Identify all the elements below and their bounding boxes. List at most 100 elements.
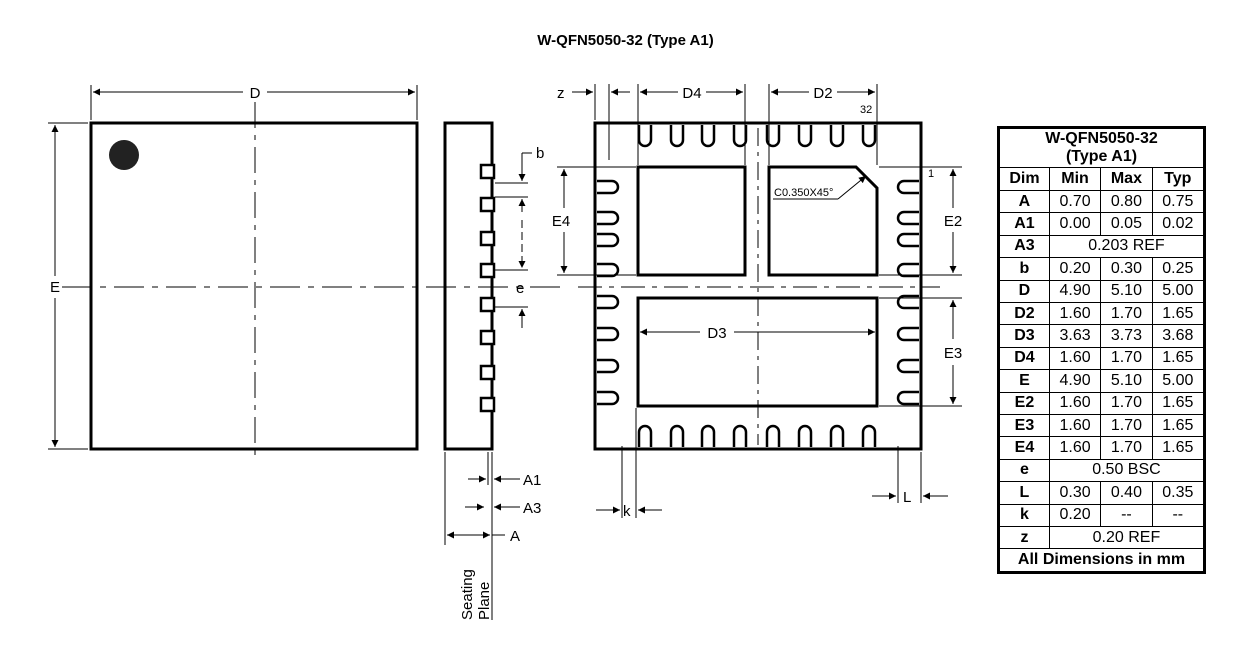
right-edge-pad bbox=[896, 232, 919, 248]
value-cell: 1.65 bbox=[1151, 413, 1205, 438]
left-edge-pad bbox=[597, 390, 620, 406]
value-cell: 1.70 bbox=[1100, 391, 1153, 415]
spanned-value-cell: 0.203 REF bbox=[1048, 234, 1205, 259]
value-cell: 0.20 bbox=[1048, 257, 1102, 281]
top-edge-pad bbox=[637, 125, 653, 148]
value-cell: -- bbox=[1151, 503, 1205, 527]
value-cell: 5.00 bbox=[1151, 279, 1205, 303]
dim-label-A3: A3 bbox=[523, 500, 541, 517]
top-edge-pad bbox=[765, 125, 781, 148]
value-cell: 1.60 bbox=[1048, 436, 1102, 460]
dim-name-cell: E bbox=[999, 369, 1050, 393]
right-edge-pad bbox=[896, 210, 919, 226]
dim-label-k: k bbox=[623, 503, 631, 520]
right-edge-pad bbox=[896, 262, 919, 278]
left-edge-pad bbox=[597, 210, 620, 226]
value-cell: 1.65 bbox=[1151, 301, 1205, 326]
dim-name-cell: e bbox=[999, 458, 1050, 483]
spanned-value-cell: 0.50 BSC bbox=[1048, 458, 1205, 483]
table-footer: All Dimensions in mm bbox=[999, 548, 1204, 572]
spanned-value-cell: 0.20 REF bbox=[1048, 525, 1205, 550]
value-cell: 1.70 bbox=[1100, 436, 1153, 460]
side-lead bbox=[479, 196, 496, 213]
value-cell: 0.80 bbox=[1100, 189, 1153, 214]
side-view-body bbox=[443, 121, 494, 451]
dim-label-e: e bbox=[516, 280, 524, 297]
value-cell: 3.68 bbox=[1151, 324, 1205, 348]
value-cell: 5.00 bbox=[1151, 369, 1205, 393]
pad-D4-E4 bbox=[636, 165, 747, 277]
side-lead bbox=[479, 396, 496, 413]
top-edge-pad bbox=[732, 125, 748, 148]
left-edge-pad bbox=[597, 262, 620, 278]
dim-label-D: D bbox=[250, 85, 261, 102]
bottom-edge-pad bbox=[861, 424, 877, 447]
dim-name-cell: D bbox=[999, 279, 1050, 303]
left-edge-pad bbox=[597, 232, 620, 248]
top-edge-pad bbox=[669, 125, 685, 148]
dim-label-b: b bbox=[536, 145, 544, 162]
left-edge-pad bbox=[597, 358, 620, 374]
dim-name-cell: A3 bbox=[999, 234, 1050, 259]
value-cell: 4.90 bbox=[1048, 369, 1102, 393]
dim-label-A: A bbox=[510, 528, 520, 545]
dim-label-A1: A1 bbox=[523, 472, 541, 489]
left-edge-pad bbox=[597, 326, 620, 342]
chamfer-note: C0.350X45° bbox=[774, 187, 833, 199]
side-lead bbox=[479, 329, 496, 346]
value-cell: 0.02 bbox=[1151, 212, 1205, 236]
bottom-edge-pad bbox=[765, 424, 781, 447]
dim-name-cell: D2 bbox=[999, 301, 1050, 326]
side-lead bbox=[479, 296, 496, 313]
pin1-marker bbox=[109, 140, 139, 170]
side-leads bbox=[479, 163, 496, 413]
value-cell: 3.63 bbox=[1048, 324, 1102, 348]
dim-name-cell: D4 bbox=[999, 346, 1050, 371]
bottom-view: C0.350X45° z D4 D2 32 1 E4 E2 bbox=[552, 84, 962, 520]
value-cell: 0.05 bbox=[1100, 212, 1153, 236]
top-view-body bbox=[89, 121, 419, 451]
dim-name-cell: b bbox=[999, 257, 1050, 281]
value-cell: 0.35 bbox=[1151, 481, 1205, 505]
bottom-edge-pad bbox=[797, 424, 813, 447]
table-title-line1: W-QFN5050-32 bbox=[1045, 130, 1158, 148]
value-cell: 5.10 bbox=[1100, 369, 1153, 393]
value-cell: 4.90 bbox=[1048, 279, 1102, 303]
side-lead bbox=[479, 364, 496, 381]
bottom-edge-pad bbox=[669, 424, 685, 447]
value-cell: 1.65 bbox=[1151, 436, 1205, 460]
top-view: D E bbox=[48, 85, 560, 455]
table-title-line2: (Type A1) bbox=[1065, 148, 1138, 166]
value-cell: 1.70 bbox=[1100, 413, 1153, 438]
dim-label-E4: E4 bbox=[552, 213, 570, 230]
dim-label-D3: D3 bbox=[707, 325, 726, 342]
value-cell: 1.65 bbox=[1151, 346, 1205, 371]
side-view: b e A1 A3 A Seating Plane bbox=[443, 121, 544, 620]
value-cell: 1.60 bbox=[1048, 301, 1102, 326]
left-edge-pad bbox=[597, 294, 620, 310]
bottom-edge-pad bbox=[700, 424, 716, 447]
right-edge-pad bbox=[896, 294, 919, 310]
dim-name-cell: L bbox=[999, 481, 1050, 505]
bottom-edge-pad bbox=[732, 424, 748, 447]
value-cell: 0.75 bbox=[1151, 189, 1205, 214]
right-edge-pad bbox=[896, 179, 919, 195]
bottom-edge-pad bbox=[829, 424, 845, 447]
value-cell: 0.30 bbox=[1048, 481, 1102, 505]
dim-name-cell: E3 bbox=[999, 413, 1050, 438]
top-edge-pad bbox=[700, 125, 716, 148]
value-cell: 3.73 bbox=[1100, 324, 1153, 348]
dim-name-cell: D3 bbox=[999, 324, 1050, 348]
bottom-edge-pad bbox=[637, 424, 653, 447]
dim-label-D2: D2 bbox=[813, 85, 832, 102]
